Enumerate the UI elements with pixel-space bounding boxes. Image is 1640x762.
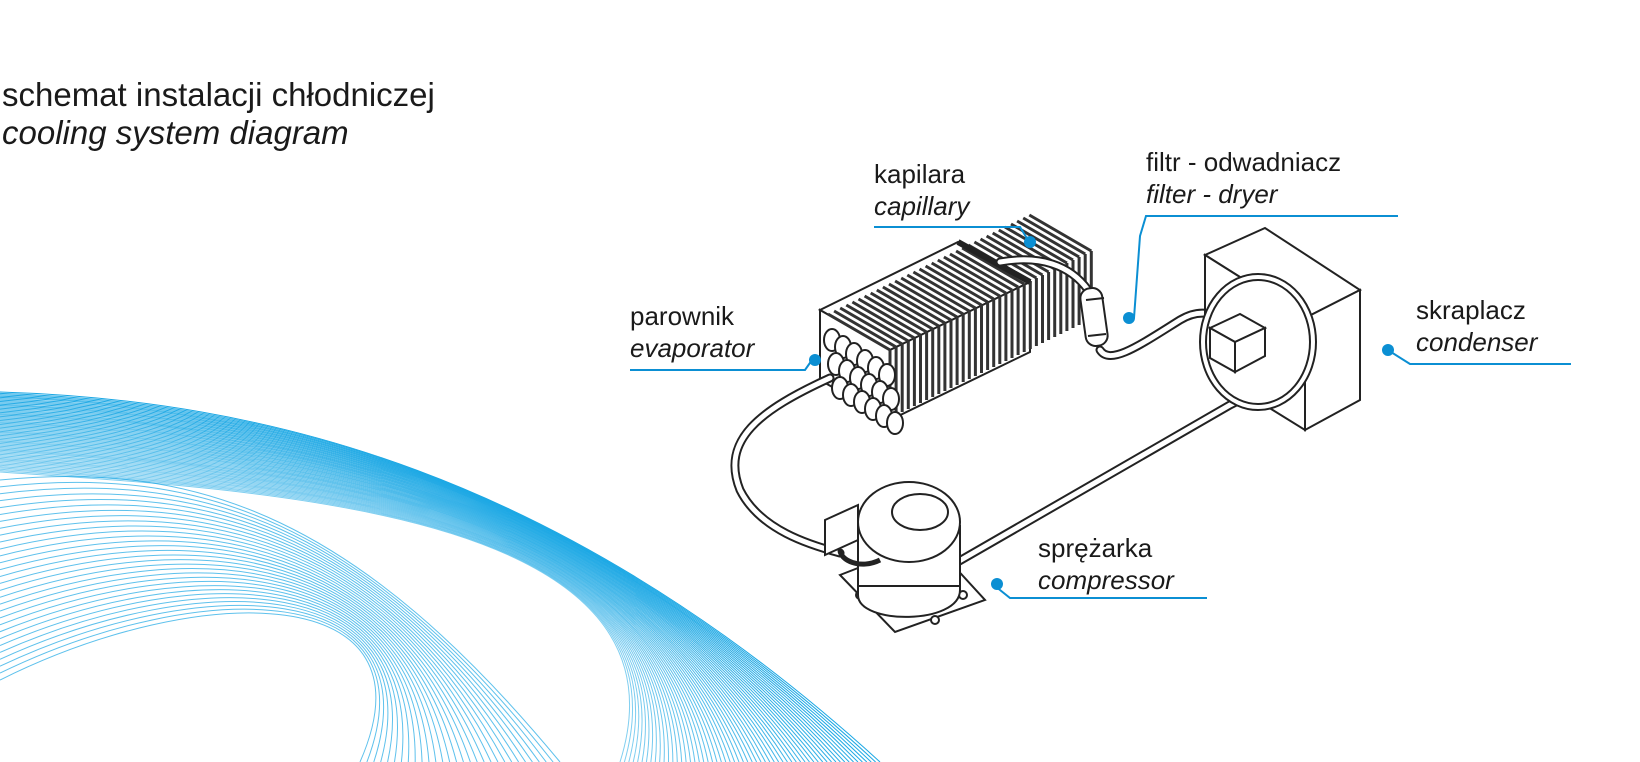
- label-evaporator: parownik evaporator: [630, 300, 754, 364]
- dot-compressor: [991, 578, 1003, 590]
- label-capillary: kapilara capillary: [874, 158, 969, 222]
- dot-evaporator: [809, 354, 821, 366]
- leader-condenser: [1390, 351, 1571, 365]
- label-capillary-en: capillary: [874, 191, 970, 221]
- leader-compressor: [994, 585, 1207, 599]
- label-filter-dryer: filtr - odwadniacz filter - dryer: [1146, 146, 1341, 210]
- label-condenser-en: condenser: [1416, 327, 1538, 357]
- label-evaporator-en: evaporator: [630, 333, 755, 363]
- callout-dots: [809, 236, 1394, 590]
- leader-capillary: [874, 226, 1029, 241]
- leader-filter: [1133, 215, 1398, 319]
- diagram-title: schemat instalacji chłodniczej cooling s…: [2, 76, 435, 152]
- label-compressor-en: compressor: [1038, 565, 1174, 595]
- evaporator-coils: [823, 328, 904, 435]
- callout-leaders: [630, 215, 1571, 599]
- condenser-unit: [1199, 226, 1362, 432]
- label-compressor-pl: sprężarka: [1038, 533, 1153, 563]
- label-filter-pl: filtr - odwadniacz: [1146, 147, 1342, 177]
- evaporator-unit: [817, 213, 1093, 435]
- title-polish: schemat instalacji chłodniczej: [2, 76, 435, 113]
- label-evaporator-pl: parownik: [630, 301, 735, 331]
- label-condenser: skraplacz condenser: [1416, 294, 1537, 358]
- dot-filter: [1123, 312, 1135, 324]
- decorative-wave: [0, 391, 881, 762]
- label-condenser-pl: skraplacz: [1416, 295, 1526, 325]
- label-compressor: sprężarka compressor: [1038, 532, 1174, 596]
- title-english: cooling system diagram: [2, 114, 349, 151]
- label-filter-en: filter - dryer: [1146, 179, 1278, 209]
- dot-condenser: [1382, 344, 1394, 356]
- compressor-unit: [824, 481, 987, 634]
- label-capillary-pl: kapilara: [874, 159, 966, 189]
- dot-capillary: [1024, 236, 1036, 248]
- filter-dryer-unit: [1079, 287, 1109, 347]
- leader-evaporator: [630, 359, 813, 371]
